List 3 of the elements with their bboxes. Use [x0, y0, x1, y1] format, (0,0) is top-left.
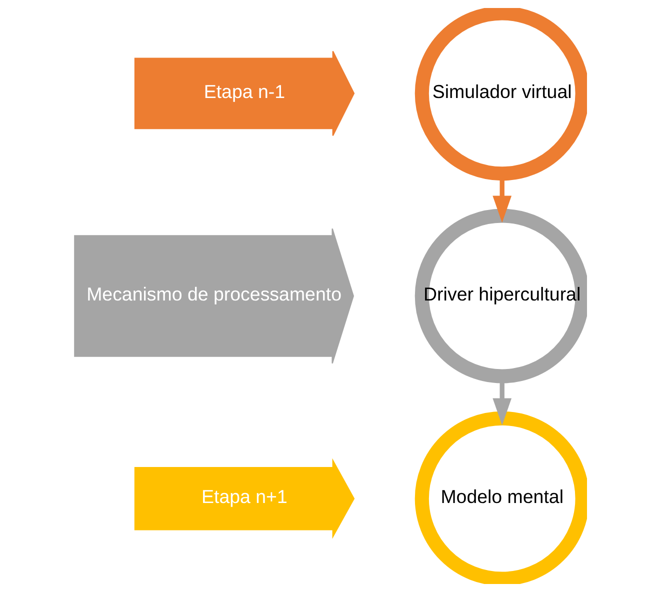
node-circle: Simulador virtual: [414, 8, 586, 181]
node-circle: Modelo mental: [414, 411, 586, 584]
node-circle: Driver hipercultural: [414, 208, 586, 384]
